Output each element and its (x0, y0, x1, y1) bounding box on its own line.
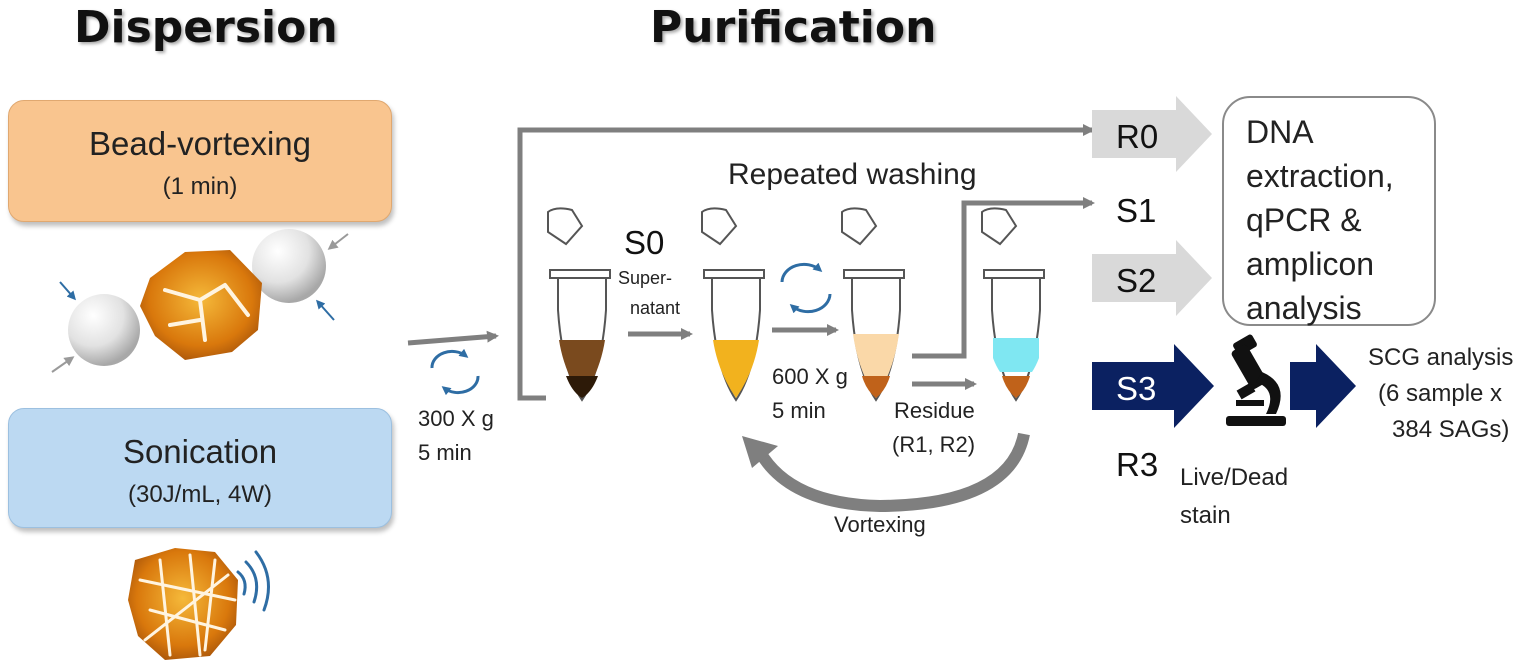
sonication-box: Sonication (30J/mL, 4W) (8, 408, 392, 528)
dispersion-heading: Dispersion (74, 2, 338, 53)
bead-vortexing-box: Bead-vortexing (1 min) (8, 100, 392, 222)
s2-block-arrow (1092, 240, 1212, 316)
flow-arrow (407, 330, 499, 346)
tube-icon (701, 207, 765, 402)
tube-icon (547, 207, 611, 402)
vortexing-label: Vortexing (834, 512, 926, 537)
purification-heading: Purification (650, 2, 937, 53)
residue-label: Residue (894, 398, 975, 423)
pressure-arrow-icon (59, 281, 76, 301)
fraction-s2: S2 (1116, 262, 1157, 299)
repeated-washing-title: Repeated washing (728, 158, 977, 191)
pressure-arrow-icon (51, 356, 75, 373)
sound-wave-icon (236, 550, 270, 612)
s0-desc-2: natant (630, 298, 681, 318)
cycle-icon (430, 348, 480, 396)
tube-icon (841, 207, 905, 402)
scg-line-2: (6 sample x (1378, 380, 1503, 407)
centrifuge-speed-300: 300 X g (418, 406, 494, 431)
stain-line-2: stain (1180, 502, 1231, 529)
tube-icon (981, 207, 1045, 402)
soil-particle-icon (140, 250, 262, 360)
microscope-icon (1226, 334, 1286, 426)
scg-block-arrow (1290, 344, 1356, 428)
bead-vortexing-title: Bead-vortexing (89, 125, 311, 162)
scg-line-3: 384 SAGs) (1392, 416, 1510, 443)
fraction-r3: R3 (1116, 446, 1159, 483)
stain-line-1: Live/Dead (1180, 464, 1289, 491)
cycle-icon (780, 262, 832, 314)
s0-desc-1: Super- (618, 268, 673, 288)
fraction-s1: S1 (1116, 192, 1157, 229)
pressure-arrow-icon (327, 233, 349, 250)
dna-line-2: extraction, (1246, 158, 1394, 194)
soil-particle-icon (128, 548, 238, 660)
s1-flow-line (912, 197, 1095, 359)
pressure-arrow-icon (316, 299, 335, 321)
bead-icon (68, 294, 140, 366)
dna-analysis-box: DNA extraction, qPCR & amplicon analysis (1222, 96, 1436, 326)
dna-line-5: analysis (1246, 290, 1362, 326)
return-arrow (742, 432, 1030, 513)
dna-line-1: DNA (1246, 114, 1314, 150)
dna-line-3: qPCR & (1246, 202, 1362, 238)
r0-flow-line (517, 124, 1095, 401)
s3-block-arrow (1092, 344, 1214, 428)
sonication-settings: (30J/mL, 4W) (127, 481, 273, 508)
centrifuge-speed-600: 600 X g (772, 364, 848, 389)
centrifuge-time-600: 5 min (772, 398, 826, 423)
r0-block-arrow (1092, 96, 1212, 172)
scg-line-1: SCG analysis (1368, 344, 1514, 371)
sonication-title: Sonication (122, 433, 278, 470)
fraction-r0: R0 (1116, 118, 1159, 155)
bead-icon (252, 229, 326, 303)
dna-line-4: amplicon (1246, 246, 1375, 282)
bead-vortexing-duration: (1 min) (162, 173, 238, 200)
residue-fractions: (R1, R2) (892, 432, 976, 457)
s0-label: S0 (624, 224, 665, 261)
fraction-s3: S3 (1116, 370, 1157, 407)
centrifuge-time-300: 5 min (418, 440, 472, 465)
